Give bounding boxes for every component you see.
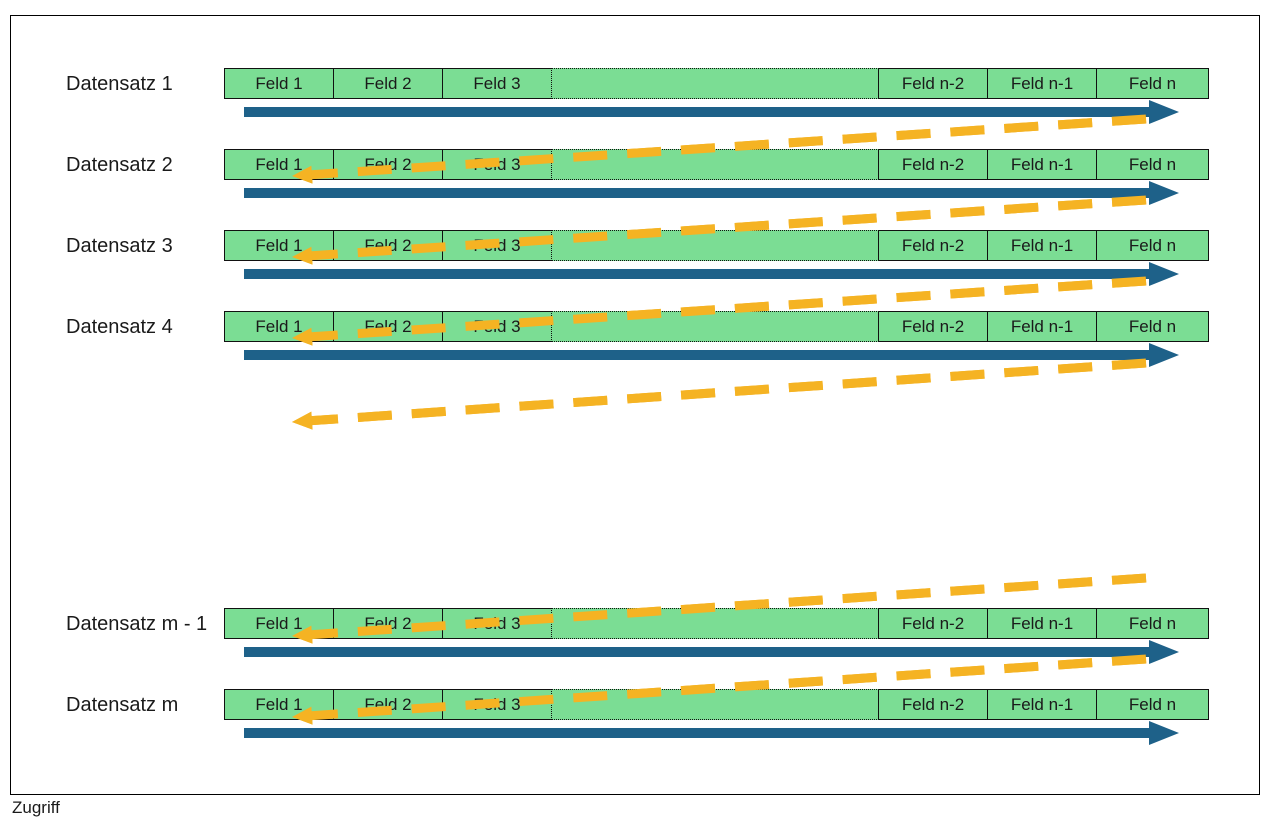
field-cell-fn1: Feld n-1 [987, 230, 1097, 261]
sequential-arrow-head [1149, 640, 1179, 664]
field-cell-fn2: Feld n-2 [878, 230, 988, 261]
field-cell-gap [551, 311, 879, 342]
field-cell-fn2: Feld n-2 [878, 608, 988, 639]
sequential-arrow-shaft [244, 728, 1156, 738]
field-cell-fn2: Feld n-2 [878, 311, 988, 342]
field-cell-fn: Feld n [1096, 149, 1209, 180]
field-cell-f1: Feld 1 [224, 230, 334, 261]
field-cell-fn1: Feld n-1 [987, 608, 1097, 639]
field-cell-f1: Feld 1 [224, 68, 334, 99]
field-cell-f2: Feld 2 [333, 689, 443, 720]
field-cell-f1: Feld 1 [224, 608, 334, 639]
record-label: Datensatz 3 [66, 235, 173, 257]
field-cell-gap [551, 68, 879, 99]
field-cell-f2: Feld 2 [333, 230, 443, 261]
field-cell-f2: Feld 2 [333, 68, 443, 99]
sequential-access-arrow [244, 262, 1184, 286]
sequential-arrow-head [1149, 262, 1179, 286]
field-cell-fn: Feld n [1096, 689, 1209, 720]
record-label: Datensatz m - 1 [66, 613, 208, 635]
sequential-arrow-shaft [244, 188, 1156, 198]
sequential-arrow-head [1149, 721, 1179, 745]
sequential-arrow-shaft [244, 269, 1156, 279]
sequential-access-arrow [244, 721, 1184, 745]
field-cell-f2: Feld 2 [333, 608, 443, 639]
record-label: Datensatz m [66, 694, 179, 716]
field-cell-fn2: Feld n-2 [878, 68, 988, 99]
sequential-arrow-head [1149, 181, 1179, 205]
field-cell-f2: Feld 2 [333, 311, 443, 342]
diagram-caption: Zugriff [12, 798, 60, 817]
field-cell-fn2: Feld n-2 [878, 689, 988, 720]
field-cell-f3: Feld 3 [442, 608, 552, 639]
sequential-access-arrow [244, 343, 1184, 367]
record-label: Datensatz 2 [66, 154, 173, 176]
field-cell-fn1: Feld n-1 [987, 149, 1097, 180]
field-cell-fn: Feld n [1096, 311, 1209, 342]
sequential-access-arrow [244, 640, 1184, 664]
field-cell-gap [551, 230, 879, 261]
field-cell-fn: Feld n [1096, 230, 1209, 261]
field-cell-fn2: Feld n-2 [878, 149, 988, 180]
field-cell-fn1: Feld n-1 [987, 68, 1097, 99]
field-cell-f3: Feld 3 [442, 149, 552, 180]
field-cell-fn1: Feld n-1 [987, 689, 1097, 720]
field-cell-f3: Feld 3 [442, 311, 552, 342]
sequential-arrow-head [1149, 343, 1179, 367]
field-cell-f3: Feld 3 [442, 230, 552, 261]
field-cell-gap [551, 608, 879, 639]
sequential-arrow-shaft [244, 350, 1156, 360]
field-cell-fn: Feld n [1096, 68, 1209, 99]
sequential-access-arrow [244, 181, 1184, 205]
field-cell-f1: Feld 1 [224, 149, 334, 180]
sequential-arrow-shaft [244, 647, 1156, 657]
field-cell-f3: Feld 3 [442, 689, 552, 720]
record-label: Datensatz 1 [66, 73, 173, 95]
field-cell-gap [551, 149, 879, 180]
sequential-arrow-head [1149, 100, 1179, 124]
field-cell-f1: Feld 1 [224, 689, 334, 720]
field-cell-f1: Feld 1 [224, 311, 334, 342]
field-cell-f3: Feld 3 [442, 68, 552, 99]
field-cell-fn: Feld n [1096, 608, 1209, 639]
diagram-frame [10, 15, 1260, 795]
field-cell-fn1: Feld n-1 [987, 311, 1097, 342]
sequential-access-arrow [244, 100, 1184, 124]
field-cell-f2: Feld 2 [333, 149, 443, 180]
field-cell-gap [551, 689, 879, 720]
record-label: Datensatz 4 [66, 316, 173, 338]
sequential-arrow-shaft [244, 107, 1156, 117]
